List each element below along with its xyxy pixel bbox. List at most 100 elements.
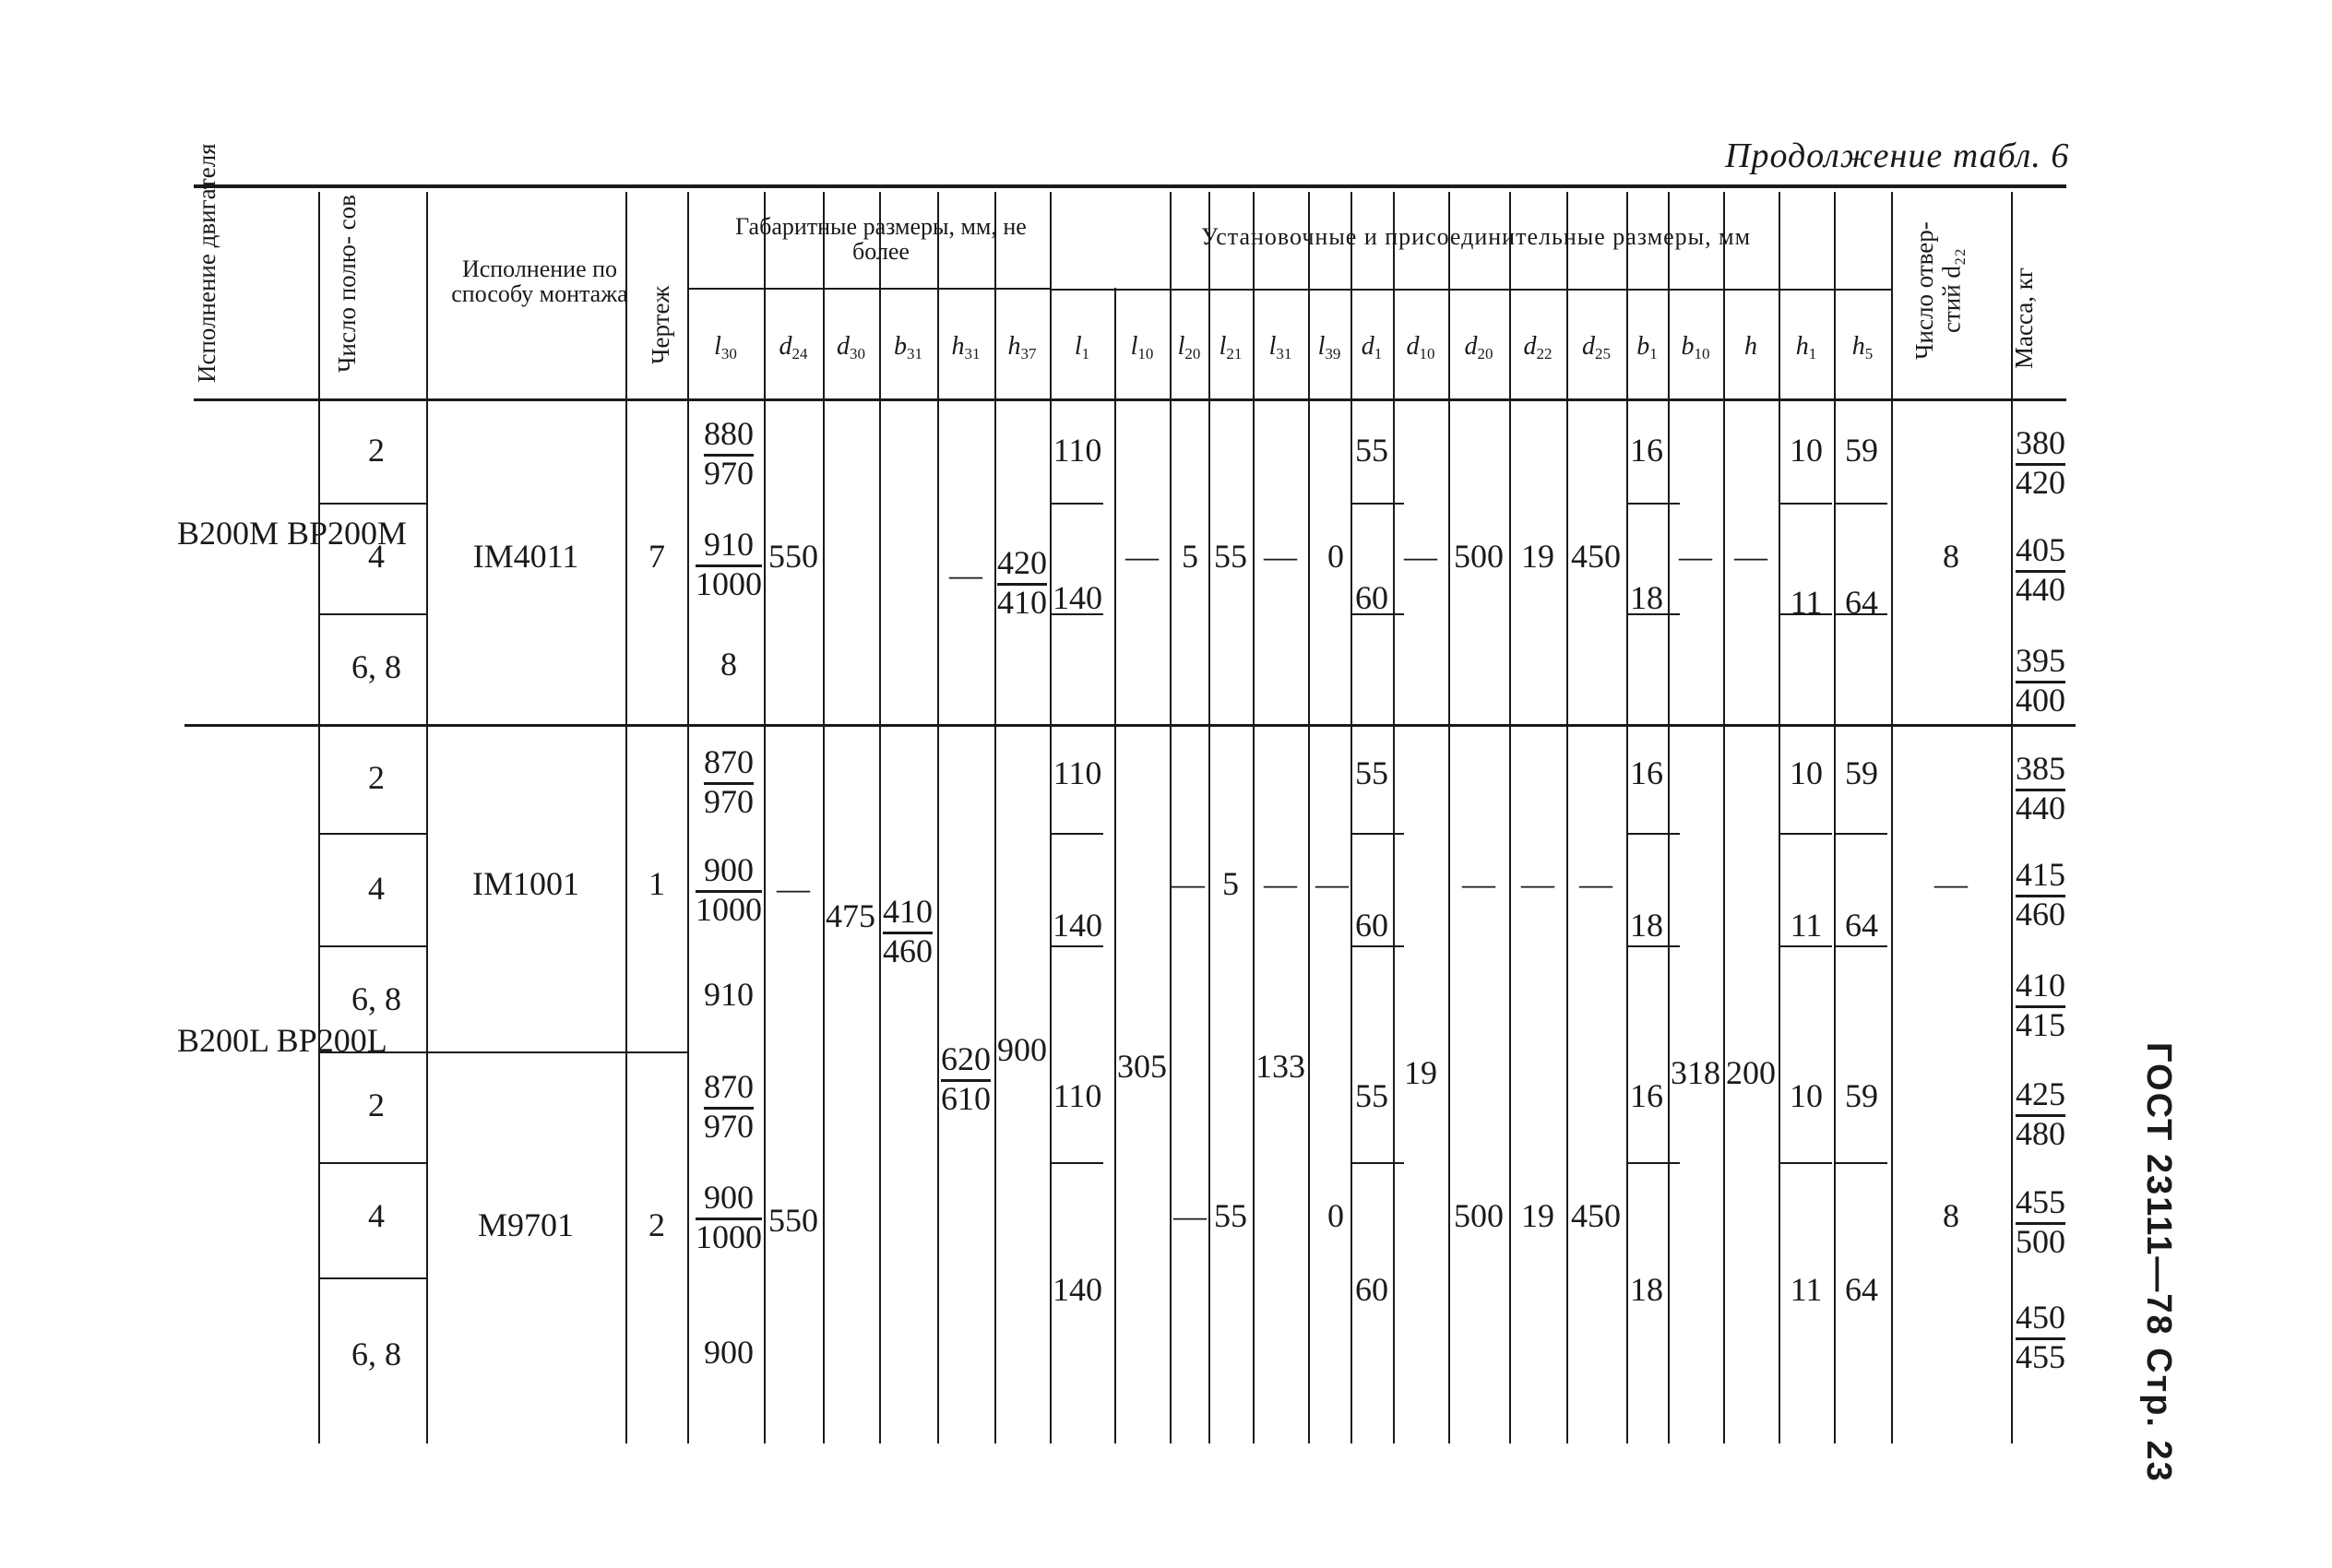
d10-value: 19 (1404, 1054, 1437, 1091)
l39-value: 0 (1327, 538, 1344, 575)
column-header-d10: d10 (1406, 332, 1435, 362)
column-header-d22: d22 (1523, 332, 1553, 362)
header-sub-rule (1050, 289, 1891, 291)
engine-label: B200M BP200M (177, 515, 408, 552)
column-header-l21: l21 (1219, 332, 1243, 362)
column-rule (625, 192, 627, 1443)
cell-rule (1050, 1162, 1103, 1164)
header-gabarit: Габаритные размеры, мм, не более (735, 213, 1027, 266)
header-sub-rule (687, 288, 1050, 290)
h5-value: 59 (1845, 432, 1878, 469)
header-bottom-rule (194, 398, 2066, 401)
column-header-d1: d1 (1361, 332, 1383, 362)
header-engine: Исполнение двигателя (193, 143, 220, 383)
column-header-l20: l20 (1177, 332, 1201, 362)
cell-rule (1779, 613, 1832, 615)
cell-rule (1350, 833, 1404, 835)
column-rule (687, 192, 689, 1443)
table-top-rule (194, 184, 2066, 188)
l1-value: 140 (1053, 907, 1102, 944)
d20-value: — (1462, 865, 1495, 902)
h5-value: 59 (1845, 754, 1878, 791)
column-header-l1: l1 (1074, 332, 1090, 362)
header-mass: Масса, кг (2010, 267, 2038, 369)
l30-value: 8 (720, 646, 737, 683)
poles-value: 4 (368, 870, 385, 907)
l31-value: — (1264, 538, 1297, 575)
h1-value: 10 (1790, 432, 1823, 469)
column-header-b1: b1 (1636, 332, 1658, 362)
d20-value: 500 (1454, 538, 1504, 575)
column-rule (1393, 192, 1395, 1443)
b10-value: — (1679, 538, 1712, 575)
header-holes: Число отвер- стий d₂₂ (1910, 221, 1966, 360)
column-header-d30: d30 (837, 332, 865, 362)
column-header-h1: h1 (1795, 332, 1817, 362)
column-header-d25: d25 (1582, 332, 1611, 362)
b1-value: 18 (1630, 1271, 1663, 1308)
column-header-l10: l10 (1130, 332, 1154, 362)
cell-rule (1626, 833, 1680, 835)
h1-value: 11 (1790, 907, 1823, 944)
d24-value: — (777, 870, 810, 907)
poles-value: 2 (368, 1087, 385, 1123)
cell-rule (1350, 945, 1404, 947)
d1-value: 60 (1355, 579, 1388, 616)
row-rule (318, 1277, 426, 1279)
column-rule (1253, 192, 1255, 1443)
group-divider (184, 724, 2076, 727)
l21-value: 55 (1214, 538, 1247, 575)
cell-rule (1050, 613, 1103, 615)
l20-value: — (1173, 1197, 1207, 1234)
column-header-b31: b31 (894, 332, 922, 362)
b1-value: 18 (1630, 907, 1663, 944)
b1-value: 16 (1630, 1077, 1663, 1114)
column-rule (994, 192, 996, 1443)
d24-value: 550 (768, 538, 818, 575)
cell-rule (1350, 1162, 1404, 1164)
cell-rule (1834, 503, 1887, 505)
column-rule (1891, 192, 1893, 1443)
drawing-value: 1 (648, 865, 665, 902)
column-rule (1668, 192, 1670, 1443)
l1-value: 110 (1053, 754, 1102, 791)
l30-value: 910 (704, 976, 754, 1013)
d10-value: — (1404, 538, 1437, 575)
column-header-l39: l39 (1317, 332, 1341, 362)
holes-value: — (1934, 865, 1968, 902)
h31-value: — (949, 556, 982, 593)
column-header-h37: h37 (1007, 332, 1037, 362)
column-rule (426, 192, 428, 1443)
column-rule (318, 192, 320, 1443)
l20-value: — (1172, 865, 1205, 902)
l21-value: 55 (1214, 1197, 1247, 1234)
column-header-h31: h31 (951, 332, 981, 362)
column-rule (1723, 192, 1725, 1443)
poles-value: 6, 8 (351, 1336, 401, 1372)
h5-value: 64 (1845, 1271, 1878, 1308)
l30-value: 900 (704, 1334, 754, 1371)
h1-value: 10 (1790, 754, 1823, 791)
d1-value: 60 (1355, 907, 1388, 944)
b1-value: 16 (1630, 432, 1663, 469)
d22-value: 19 (1521, 538, 1554, 575)
cell-rule (1050, 945, 1103, 947)
mount-divider (426, 1051, 687, 1053)
h5-value: 64 (1845, 907, 1878, 944)
d22-value: — (1521, 865, 1554, 902)
d1-value: 55 (1355, 432, 1388, 469)
column-rule (1779, 192, 1780, 1443)
l31-value: — (1264, 865, 1297, 902)
h5-value: 64 (1845, 584, 1878, 621)
mount-value: IM4011 (472, 538, 579, 575)
row-rule (318, 1162, 426, 1164)
cell-rule (1779, 833, 1832, 835)
